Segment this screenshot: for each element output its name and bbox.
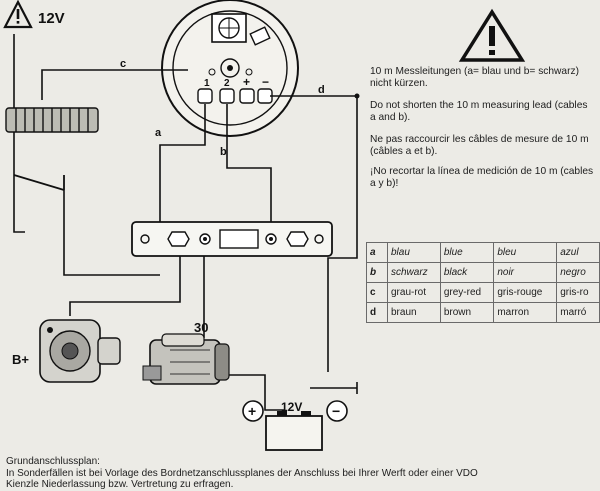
switch-wire xyxy=(63,190,160,276)
gauge-terminal-2: 2 xyxy=(224,78,230,89)
legend-de: braun xyxy=(387,302,441,323)
legend-en: brown xyxy=(439,302,495,323)
footer-line-2: Kienzle Niederlassung bzw. Vertretung zu… xyxy=(6,479,234,490)
wire-label-b: b xyxy=(220,146,227,158)
legend-es: azul xyxy=(556,242,600,263)
legend-es: gris-ro xyxy=(556,282,600,303)
hose-grommet xyxy=(5,107,99,133)
legend-key: a xyxy=(366,242,388,263)
warning-icon-large xyxy=(458,8,526,62)
note-german: 10 m Messleitungen (a= blau und b= schwa… xyxy=(370,66,579,89)
terminal-30-label: 30 xyxy=(194,320,208,335)
legend-row-b: b schwarz black noir negro xyxy=(366,262,600,283)
gauge-terminal-minus: − xyxy=(262,75,269,89)
legend-de: schwarz xyxy=(387,262,441,283)
battery-voltage-label: 12V xyxy=(281,400,302,414)
ignition-switch xyxy=(13,174,65,191)
legend-row-d: d braun brown marron marró xyxy=(366,302,600,323)
note-spanish: ¡No recortar la línea de medición de 10 … xyxy=(370,166,594,189)
wire-label-c: c xyxy=(120,58,126,70)
battery xyxy=(242,400,348,451)
legend-de: blau xyxy=(387,242,441,263)
warning-icon-small xyxy=(3,0,33,29)
legend-fr: marron xyxy=(493,302,558,323)
legend-de: grau-rot xyxy=(387,282,441,303)
legend-key: b xyxy=(366,262,388,283)
alternator xyxy=(39,319,121,383)
gauge-terminal-1: 1 xyxy=(204,78,210,89)
legend-row-a: a blau blue bleu azul xyxy=(366,242,600,263)
alternator-wire xyxy=(69,252,181,316)
legend-key: d xyxy=(366,302,388,323)
legend-fr: gris-rouge xyxy=(493,282,558,303)
gauge-terminal-plus: + xyxy=(243,75,250,89)
footer-note: Grundanschlussplan: In Sonderfällen ist … xyxy=(6,456,596,491)
wire-label-a: a xyxy=(155,127,162,139)
battery-plus-wire xyxy=(208,374,285,411)
wire-b xyxy=(226,104,272,238)
junction-dot xyxy=(354,93,360,99)
legend-es: negro xyxy=(556,262,600,283)
note-english: Do not shorten the 10 m measuring lead (… xyxy=(370,100,588,123)
terminal-strip xyxy=(131,221,333,257)
legend-en: black xyxy=(439,262,495,283)
legend-fr: noir xyxy=(493,262,558,283)
legend-es: marró xyxy=(556,302,600,323)
wire-c xyxy=(41,69,188,100)
alternator-label: B+ xyxy=(12,352,29,367)
supply-wire xyxy=(13,34,25,233)
footer-line-1: In Sonderfällen ist bei Vorlage des Bord… xyxy=(6,467,478,479)
gauge-instrument xyxy=(161,0,299,137)
wire-label-d: d xyxy=(318,84,325,96)
legend-key: c xyxy=(366,282,388,303)
legend-fr: bleu xyxy=(493,242,558,263)
supply-voltage-label: 12V xyxy=(38,10,65,27)
legend-en: blue xyxy=(439,242,495,263)
note-french: Ne pas raccourcir les câbles de mesure d… xyxy=(370,134,589,157)
battery-plus-label: + xyxy=(248,403,256,419)
battery-minus-label: − xyxy=(332,403,340,419)
footer-title: Grundanschlussplan: xyxy=(6,456,100,467)
wire-d xyxy=(270,95,358,372)
legend-en: grey-red xyxy=(439,282,495,303)
wire-color-legend: a blau blue bleu azul b schwarz black no… xyxy=(366,242,600,323)
starter-motor xyxy=(142,333,230,385)
wires xyxy=(13,34,358,411)
legend-row-c: c grau-rot grey-red gris-rouge gris-ro xyxy=(366,282,600,303)
